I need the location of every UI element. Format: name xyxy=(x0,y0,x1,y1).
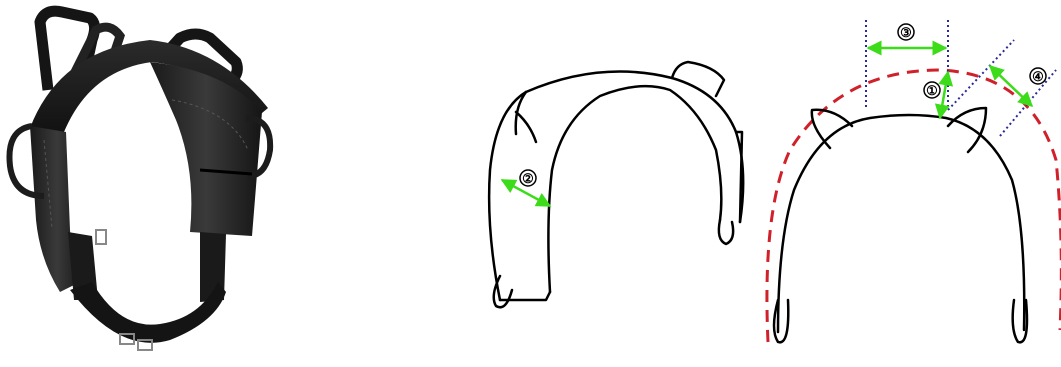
marker-1-label: ① xyxy=(926,83,938,98)
saddle-front-drawing xyxy=(774,108,1027,342)
marker-4-label: ④ xyxy=(1032,69,1044,84)
marker-2: ② xyxy=(520,170,536,186)
buckle-left xyxy=(96,230,106,244)
harness-photo-graphic xyxy=(0,0,300,367)
measure-4-line xyxy=(990,66,1032,106)
marker-4: ④ xyxy=(1030,68,1046,84)
marker-2-label: ② xyxy=(522,171,534,186)
marker-3: ③ xyxy=(898,24,914,40)
harness-photo xyxy=(0,0,300,367)
diagram-panel: ② ③ ① xyxy=(300,0,1061,367)
diagram-svg: ② ③ ① xyxy=(300,0,1061,367)
marker-3-label: ③ xyxy=(900,25,912,40)
measure-1-line xyxy=(940,72,948,118)
marker-1: ① xyxy=(924,82,940,98)
guide-dotted-diag-1 xyxy=(948,40,1014,110)
